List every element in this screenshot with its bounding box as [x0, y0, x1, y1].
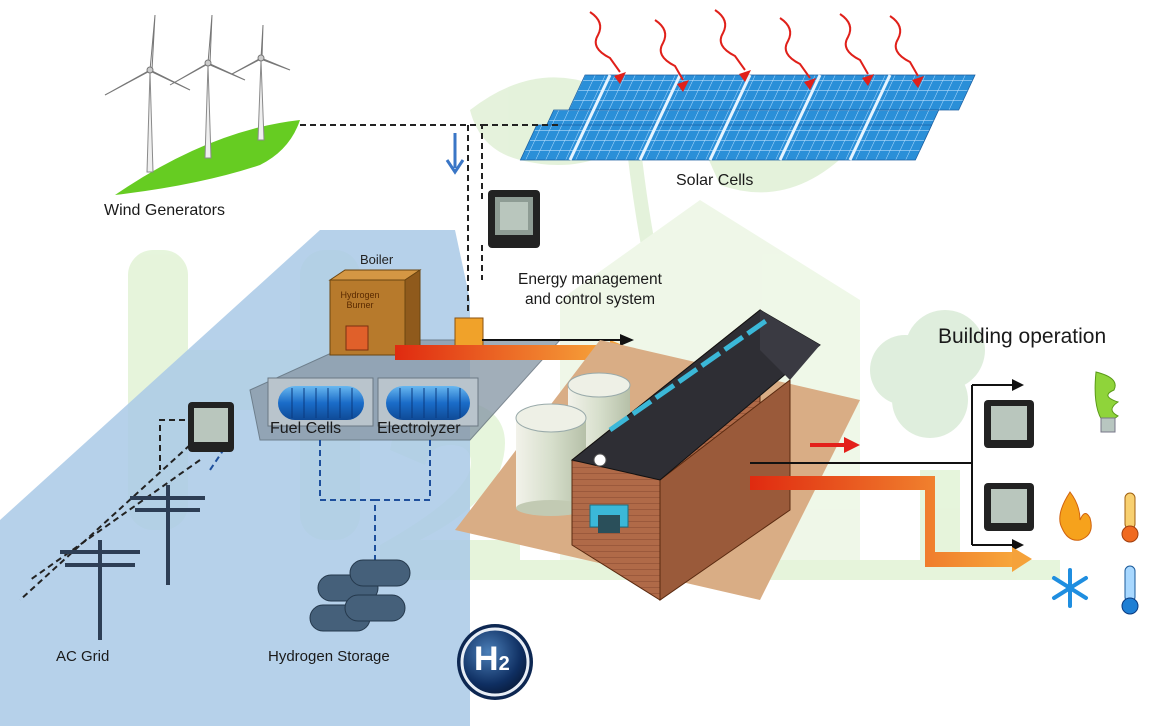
thermometer-icon — [1121, 565, 1139, 615]
sun-ray-arrowheads — [614, 70, 924, 92]
boiler-label: Boiler — [360, 252, 394, 267]
operation-lines — [750, 384, 1015, 546]
energy-management-label: Energy management and control system — [490, 270, 690, 310]
control-dashed-lines — [19, 124, 560, 601]
building-operation-label: Building operation — [938, 325, 1107, 348]
solar-cells-label: Solar Cells — [676, 172, 754, 189]
platform-dashed-lines — [209, 439, 431, 560]
power-meter-icon — [984, 483, 1034, 531]
hydrogen-burner-line1: Hydrogen — [340, 290, 380, 300]
power-meter-icon — [188, 402, 234, 452]
lightbulb-icon — [1094, 371, 1120, 433]
solar-panel-icon — [519, 74, 976, 161]
wind-turbine-icon — [104, 14, 291, 173]
boiler-icon — [328, 269, 422, 356]
power-meter-icon — [984, 400, 1034, 448]
red-arrow-head — [844, 437, 860, 453]
building-icon — [570, 308, 821, 601]
snowflake-icon — [1052, 568, 1088, 608]
h2-symbol-subscript: 2 — [498, 653, 510, 675]
power-meter-icon — [488, 190, 540, 248]
operation-arrow-2 — [1012, 539, 1024, 551]
hydrogen-tank-icon — [309, 559, 411, 632]
electrolyzer-icon — [377, 377, 479, 427]
heat-arrow-head-2 — [1012, 547, 1032, 572]
thermometer-icon — [1121, 492, 1139, 543]
flame-icon — [1059, 491, 1092, 541]
hydrogen-storage-label: Hydrogen Storage — [268, 648, 390, 665]
power-pole-icon — [60, 485, 205, 640]
h2-badge-icon — [457, 624, 533, 700]
down-arrow-head — [445, 159, 465, 175]
energy-management-line2: and control system — [524, 291, 656, 308]
hydrogen-burner-label: Hydrogen Burner — [333, 290, 387, 310]
heat-arrow-boiler — [395, 345, 610, 360]
electrolyzer-label: Electrolyzer — [377, 420, 461, 437]
h2-symbol: H2 — [474, 640, 510, 679]
operation-arrow-1 — [1012, 379, 1024, 391]
fuel-cells-label: Fuel Cells — [270, 420, 342, 437]
ac-grid-label: AC Grid — [56, 648, 110, 665]
fuel-cell-icon — [267, 377, 374, 427]
sun-ray-icon — [589, 9, 919, 81]
energy-management-line1: Energy management — [518, 271, 662, 288]
tree-icon — [870, 310, 985, 438]
heat-arrow-operation — [750, 476, 1012, 567]
hydrogen-burner-line2: Burner — [346, 300, 374, 310]
power-arrow-head — [620, 334, 634, 346]
h2-symbol-letter: H — [474, 640, 499, 678]
solar-grid-lines — [568, 74, 892, 161]
controller-box — [454, 317, 484, 347]
wind-generators-label: Wind Generators — [104, 202, 225, 219]
